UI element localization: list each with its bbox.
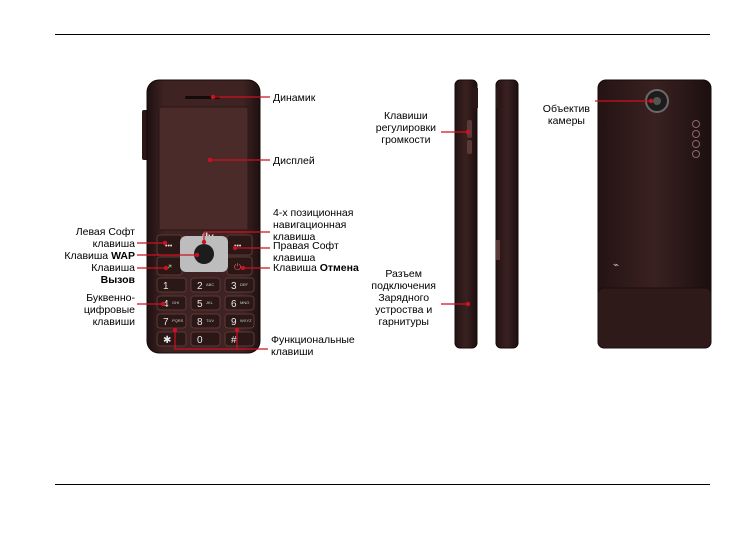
key-digit: 8 (197, 317, 203, 328)
key-digit: 9 (231, 317, 237, 328)
key-letters: PQRS (172, 318, 184, 323)
key-letters: GHI (172, 300, 179, 305)
key-letters: ABC (206, 282, 214, 287)
label-left-soft-line1: Левая Софт (75, 226, 135, 238)
label-volume-line3: громкости (381, 134, 431, 146)
label-nav-key-line2: навигационная (273, 219, 347, 231)
label-alnum-line3: клавиши (92, 316, 135, 328)
label-function-keys: Функциональные клавиши (271, 334, 355, 358)
key-digit: 3 (231, 281, 237, 292)
wap-key (194, 244, 214, 264)
key-1 (156, 277, 187, 293)
label-right-soft-line1: Правая Софт (273, 240, 339, 252)
svg-text:⏻: ⏻ (234, 262, 241, 272)
label-alnum: Буквенно- цифровые клавиши (84, 292, 135, 328)
key-2 (190, 277, 221, 293)
label-speaker-text: Динамик (273, 92, 316, 104)
key-8 (190, 313, 221, 329)
front-display (158, 106, 249, 231)
key-4 (156, 295, 187, 311)
key-10 (156, 331, 187, 347)
key-digit: 7 (163, 317, 169, 328)
label-nav-key-line1: 4-х позиционная (273, 207, 354, 219)
phone-back: ⌁ (597, 79, 712, 349)
label-connector-line4: устроства и (375, 304, 433, 316)
label-nav-key: 4-х позиционная навигационная клавиша (273, 207, 353, 243)
key-digit: 5 (197, 299, 203, 310)
key-digit: 0 (197, 335, 203, 346)
label-speaker: Динамик (273, 92, 315, 104)
label-volume-line2: регулировки (375, 122, 436, 134)
label-camera-line1: Объектив (542, 103, 590, 115)
key-digit: # (231, 335, 237, 346)
label-connector-line3: Зарядного (378, 292, 430, 304)
key-digit: 2 (197, 281, 203, 292)
key-letters: JKL (206, 300, 214, 305)
callout-dots (160, 94, 654, 333)
key-letters: MNO (240, 300, 249, 305)
label-call-bold: Вызов (100, 274, 135, 286)
label-camera: Объектив камеры (543, 103, 590, 127)
label-alnum-line2: цифровые (83, 304, 135, 316)
key-12 (224, 331, 255, 347)
label-connector: Разъем подключения Зарядного устроства и… (371, 268, 436, 328)
svg-text:•••: ••• (165, 243, 173, 250)
label-connector-line5: гарнитуры (378, 316, 429, 328)
label-cancel: Клавиша Отмена (273, 262, 359, 274)
phone-side-left (454, 79, 478, 349)
label-call: Клавиша Вызов (91, 262, 135, 286)
key-6 (224, 295, 255, 311)
key-letters: TUV (206, 318, 214, 323)
key-digit: ✱ (163, 335, 171, 346)
label-connector-line2: подключения (371, 280, 436, 292)
key-digit: 6 (231, 299, 237, 310)
key-digit: 4 (163, 299, 169, 310)
bottom-rule (55, 484, 710, 485)
label-function-keys-line2: клавиши (271, 346, 314, 358)
key-9 (224, 313, 255, 329)
label-cancel-prefix: Клавиша (273, 262, 320, 274)
key-letters: WXYZ (240, 318, 252, 323)
top-rule (55, 34, 710, 35)
phone-front: fly ••• ••• ↗ ⏻ 12ABC3DEF4GHI5JKL6MNO7PQ… (142, 79, 261, 354)
key-letters: DEF (240, 282, 249, 287)
label-volume: Клавиши регулировки громкости (376, 110, 436, 146)
connector-port (496, 240, 500, 260)
label-left-soft-line2: клавиша (92, 238, 135, 250)
key-5 (190, 295, 221, 311)
label-alnum-line1: Буквенно- (86, 292, 135, 304)
label-function-keys-line1: Функциональные (271, 334, 355, 346)
key-7 (156, 313, 187, 329)
callout-lines (137, 96, 651, 350)
key-11 (190, 331, 221, 347)
key-digit: 1 (163, 281, 169, 292)
phone-side-right (495, 79, 519, 349)
label-call-line1: Клавиша (91, 262, 135, 274)
label-wap-prefix: Клавиша (64, 250, 112, 262)
svg-text:↗: ↗ (165, 262, 173, 272)
svg-text:•••: ••• (234, 243, 242, 250)
label-wap-bold: WAP (111, 250, 135, 262)
label-display-text: Дисплей (273, 155, 315, 167)
label-display: Дисплей (273, 155, 315, 167)
back-logo: ⌁ (613, 260, 619, 271)
label-left-soft: Левая Софт клавиша (76, 226, 135, 250)
label-right-soft: Правая Софт клавиша (273, 240, 339, 264)
volume-up-button (467, 120, 472, 138)
label-cancel-bold: Отмена (319, 262, 359, 274)
label-camera-line2: камеры (547, 115, 585, 127)
label-nav-key-line3: клавиша (273, 231, 316, 243)
label-connector-line1: Разъем (385, 268, 422, 280)
volume-down-button (467, 140, 472, 154)
key-3 (224, 277, 255, 293)
label-right-soft-line2: клавиша (273, 252, 316, 264)
label-volume-line1: Клавиши (383, 110, 428, 122)
label-wap: Клавиша WAP (64, 250, 135, 262)
